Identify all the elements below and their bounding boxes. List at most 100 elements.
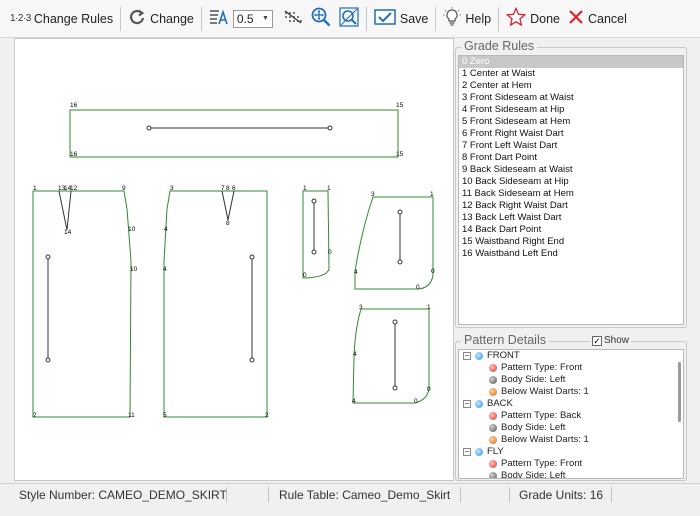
grade-rule-item[interactable]: 3 Front Sideseam at Waist — [462, 92, 574, 103]
step-size-control: 0.5 ▼ — [205, 4, 279, 34]
point-label: 0 — [427, 386, 431, 393]
tree-node-label: BACK — [487, 398, 513, 409]
collapse-icon[interactable]: − — [463, 399, 471, 408]
tree-leaf-label: Body Side: Left — [501, 422, 566, 433]
tree-leaf[interactable]: Below Waist Darts: 1 — [459, 434, 683, 446]
save-button[interactable]: Save — [370, 4, 433, 34]
checkmark-icon[interactable]: ✓ — [592, 335, 602, 346]
toolbar-separator — [498, 6, 500, 31]
zoom-move-button[interactable] — [307, 4, 335, 34]
tree-node-fly[interactable]: − FLY — [459, 446, 683, 458]
grade-rule-item[interactable]: 14 Back Dart Point — [462, 224, 542, 235]
help-button[interactable]: Help — [439, 4, 495, 34]
grade-rule-item[interactable]: 12 Back Right Waist Dart — [462, 200, 568, 211]
save-label: Save — [399, 11, 429, 26]
rule-table-status: Rule Table: Cameo_Demo_Skirt — [279, 488, 451, 502]
grade-rule-item[interactable]: 10 Back Sideseam at Hip — [462, 176, 569, 187]
point-label: 14 — [64, 185, 72, 192]
front-piece — [32, 190, 132, 418]
point-label: 2 — [33, 412, 37, 419]
point-label: 6 — [232, 185, 236, 192]
grade-rule-item[interactable]: 16 Waistband Left End — [462, 248, 558, 259]
grade-rule-item[interactable]: 15 Waistband Right End — [462, 236, 565, 247]
step-size-spinner[interactable]: 0.5 ▼ — [232, 9, 273, 28]
grade-rule-item[interactable]: 0 Zero — [459, 56, 683, 68]
point-label: 1 — [430, 191, 434, 198]
text-size-icon — [209, 8, 229, 29]
change-rules-button[interactable]: 1·2·3 Change Rules — [6, 4, 117, 34]
grade-rule-item[interactable]: 7 Front Left Waist Dart — [462, 140, 558, 151]
tree-leaf[interactable]: Body Side: Left — [459, 374, 683, 386]
cancel-button[interactable]: Cancel — [564, 4, 631, 34]
toolbar-separator — [200, 6, 202, 31]
star-icon — [505, 6, 527, 30]
grade-rule-item[interactable]: 4 Front Sideseam at Hip — [462, 104, 565, 115]
tree-leaf-label: Body Side: Left — [501, 470, 566, 479]
change-button[interactable]: Change — [124, 4, 198, 34]
orange-dot-icon — [489, 388, 497, 396]
point-label: 0 — [303, 272, 307, 279]
change-rules-label: Change Rules — [33, 11, 114, 26]
grade-rule-item[interactable]: 1 Center at Waist — [462, 68, 536, 79]
toolbar-separator — [435, 6, 437, 31]
pocket-piece — [352, 308, 430, 404]
point-label: 4 — [164, 226, 168, 233]
point-label: 1 — [33, 185, 37, 192]
tree-scrollbar[interactable] — [678, 362, 681, 422]
grade-rule-item[interactable]: 8 Front Dart Point — [462, 152, 537, 163]
tree-node-front[interactable]: − FRONT — [459, 350, 683, 362]
tree-leaf[interactable]: Body Side: Left — [459, 470, 683, 479]
show-label: Show — [604, 335, 630, 346]
tree-node-back[interactable]: − BACK — [459, 398, 683, 410]
grid-button[interactable] — [279, 4, 307, 34]
tree-leaf[interactable]: Body Side: Left — [459, 422, 683, 434]
lightbulb-icon — [443, 7, 462, 30]
grade-rule-item[interactable]: 9 Back Sideseam at Waist — [462, 164, 573, 175]
close-x-icon — [568, 9, 584, 28]
point-label: 4 — [352, 398, 356, 405]
tree-leaf-label: Pattern Type: Front — [501, 458, 583, 469]
cancel-label: Cancel — [587, 11, 627, 26]
step-size-value: 0.5 — [236, 11, 254, 26]
collapse-icon[interactable]: − — [463, 351, 471, 360]
tree-leaf[interactable]: Pattern Type: Front — [459, 458, 683, 470]
tree-node-label: FLY — [487, 446, 504, 457]
front-dart — [58, 190, 72, 231]
spinner-arrow-icon[interactable]: ▼ — [261, 15, 269, 22]
point-label: 0 — [328, 249, 332, 256]
grade-rule-item[interactable]: 11 Back Sideseam at Hem — [462, 188, 574, 199]
gray-dot-icon — [489, 424, 497, 432]
grade-rule-item[interactable]: 5 Front Sideseam at Hem — [462, 116, 571, 127]
pattern-details-tree[interactable]: − FRONT Pattern Type: Front Body Side: L… — [458, 349, 684, 479]
gray-dot-icon — [489, 376, 497, 384]
grade-units-status: Grade Units: 16 — [519, 488, 604, 502]
tree-leaf[interactable]: Below Waist Darts: 1 — [459, 386, 683, 398]
tree-leaf[interactable]: Pattern Type: Front — [459, 362, 683, 374]
grade-rules-title: Grade Rules — [461, 39, 538, 53]
grade-rule-item[interactable]: 6 Front Right Waist Dart — [462, 128, 564, 139]
tree-leaf[interactable]: Pattern Type: Back — [459, 410, 683, 422]
done-button[interactable]: Done — [502, 4, 564, 34]
show-checkbox[interactable]: ✓ Show — [590, 335, 632, 346]
pattern-canvas[interactable]: 16 15 16 15 1 13 14 12 9 10 10 14 2 11 3… — [14, 38, 454, 481]
point-label: 1 — [327, 185, 331, 192]
point-label: 1 — [303, 185, 307, 192]
grade-rule-item[interactable]: 13 Back Left Waist Dart — [462, 212, 562, 223]
grade-rule-item[interactable]: 2 Center at Hem — [462, 80, 532, 91]
point-label: 3 — [359, 304, 363, 311]
done-label: Done — [530, 11, 560, 26]
status-separator — [226, 487, 227, 502]
status-bar: Style Number: CAMEO_DEMO_SKIRT Rule Tabl… — [0, 483, 700, 516]
change-rules-icon: 1·2·3 — [10, 13, 31, 24]
point-label: 13 — [58, 185, 66, 192]
collapse-icon[interactable]: − — [463, 447, 471, 456]
tree-leaf-label: Below Waist Darts: 1 — [501, 386, 589, 397]
yoke-piece — [354, 196, 434, 290]
point-label: 0 — [414, 398, 418, 405]
point-label: 16 — [70, 151, 78, 158]
zoom-fit-button[interactable] — [335, 4, 363, 34]
tree-leaf-label: Below Waist Darts: 1 — [501, 434, 589, 445]
zoom-fit-icon — [339, 7, 359, 30]
grade-rules-list[interactable]: 0 Zero 1 Center at Waist 2 Center at Hem… — [458, 55, 684, 325]
point-label: 12 — [70, 185, 78, 192]
